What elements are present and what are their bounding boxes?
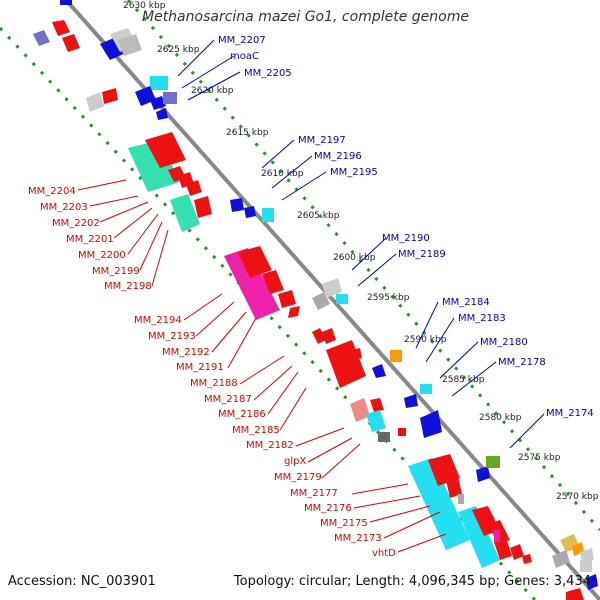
scale-dotted-line [126,0,600,531]
gene-label: MM_2180 [480,337,528,348]
gene-label: MM_2185 [232,425,280,436]
gene-label: MM_2194 [134,315,182,326]
gene-label: MM_2207 [218,35,266,46]
gene-label: MM_2179 [274,472,322,483]
gene-label: MM_2186 [218,409,266,420]
gene-label: MM_2202 [52,218,100,229]
gene-label: moaC [230,51,259,62]
gene-label: glpX [284,456,306,467]
gene-label: MM_2197 [298,135,346,146]
gene-label: MM_2203 [40,202,88,213]
gene-label: MM_2189 [398,249,446,260]
gene-label: MM_2193 [148,331,196,342]
gene-label: vhtD [372,548,396,559]
gene-features [33,0,598,600]
forward-gene-labels: MM_2207 moaC MM_2205 MM_2197 MM_2196 MM_… [177,35,594,449]
gene-label: MM_2195 [330,167,378,178]
gene-label: MM_2204 [28,186,76,197]
gene-label: MM_2199 [92,266,140,277]
scale-label: 2615 kbp [226,128,269,138]
gene-label: MM_2173 [334,533,382,544]
scale-label: 2600 kbp [333,253,376,263]
gene-label: MM_2201 [66,234,114,245]
scale-label: 2575 kbp [518,453,561,463]
gene-label: MM_2176 [304,503,352,514]
gene-label: MM_2205 [244,68,292,79]
gene-label: MM_2177 [290,488,338,499]
scale-label: 2590 kbp [404,335,447,345]
scale-label: 2595 kbp [367,293,410,303]
gene-label: MM_2191 [176,362,224,373]
gene-label: MM_2174 [546,408,594,419]
scale-labels: 2630 kbp 2625 kbp 2620 kbp 2615 kbp 2610… [123,1,599,502]
gene-label: MM_2188 [190,378,238,389]
gene-label: MM_2200 [78,250,126,261]
genome-summary: Topology: circular; Length: 4,096,345 bp… [233,574,591,589]
gene-label: MM_2183 [458,313,506,324]
scale-label: 2605 kbp [297,211,340,221]
gene-label: MM_2175 [320,518,368,529]
diagram-title: Methanosarcina mazei Go1, complete genom… [142,9,469,25]
gene-label: MM_2190 [382,233,430,244]
scale-label: 2625 kbp [157,45,200,55]
gene-label: MM_2184 [442,297,490,308]
gene-label: MM_2178 [498,357,546,368]
scale-label: 2620 kbp [191,86,234,96]
gene-label: MM_2182 [246,440,294,451]
gene-label: MM_2196 [314,151,362,162]
scale-label: 2610 kbp [261,169,304,179]
gene-label: MM_2187 [204,394,252,405]
accession-label: Accession: NC_003901 [8,574,156,589]
gene-label: MM_2198 [104,281,152,292]
scale-label: 2570 kbp [556,492,599,502]
scale-label: 2630 kbp [123,1,166,11]
scale-label: 2580 kbp [479,413,522,423]
reverse-gene-labels: MM_2204 MM_2203 MM_2202 MM_2201 MM_2200 … [28,179,447,559]
scale-label: 2585 kbp [442,375,485,385]
gene-label: MM_2192 [162,347,210,358]
